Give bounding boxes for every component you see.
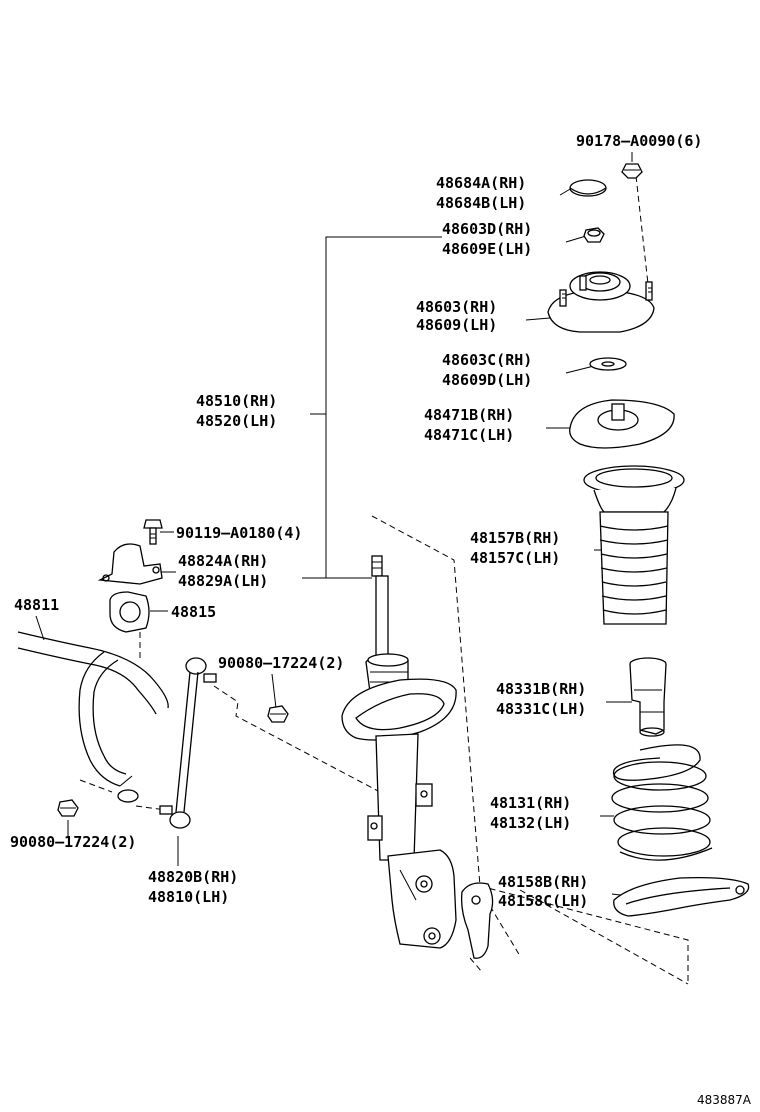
cap-48684 — [569, 179, 607, 197]
labels: 90178–A0090(6) 48684A(RH) 48684B(LH) 486… — [10, 132, 752, 1107]
label-90080-upper: 90080–17224(2) — [218, 654, 344, 672]
nut-90178 — [621, 163, 643, 179]
spring-seat-48471b — [569, 399, 675, 449]
bump-stopper-48331b — [629, 657, 667, 737]
nut-90080-upper — [267, 705, 289, 723]
bolt-90119 — [143, 519, 163, 545]
label-48603c: 48603C(RH) — [442, 351, 532, 369]
label-90119: 90119–A0180(4) — [176, 524, 302, 542]
lower-insulator-48158b — [613, 876, 750, 917]
label-48684a: 48684A(RH) — [436, 174, 526, 192]
label-48510: 48510(RH) — [196, 392, 277, 410]
nut-90080-lower — [57, 799, 79, 817]
label-48810: 48810(LH) — [148, 888, 229, 906]
dust-boot-48157b — [583, 465, 685, 625]
stabilizer-bar-48811 — [17, 631, 169, 803]
bracket-48824a — [97, 543, 163, 585]
label-48331c: 48331C(LH) — [496, 700, 586, 718]
label-48331b: 48331B(RH) — [496, 680, 586, 698]
coil-spring-48131 — [611, 744, 713, 861]
stabilizer-link-48820b — [159, 657, 217, 829]
label-48609d: 48609D(LH) — [442, 371, 532, 389]
nut-48603d — [583, 227, 605, 243]
label-90080-lower: 90080–17224(2) — [10, 833, 136, 851]
label-48157c: 48157C(LH) — [470, 549, 560, 567]
label-48815: 48815 — [171, 603, 216, 621]
label-48157b: 48157B(RH) — [470, 529, 560, 547]
label-48824a: 48824A(RH) — [178, 552, 268, 570]
label-48131: 48131(RH) — [490, 794, 571, 812]
label-48820b: 48820B(RH) — [148, 868, 238, 886]
leader-lines — [35, 152, 633, 897]
label-48520: 48520(LH) — [196, 412, 277, 430]
support-mount-48603 — [547, 271, 655, 333]
label-90178: 90178–A0090(6) — [576, 132, 702, 150]
label-48609e: 48609E(LH) — [442, 240, 532, 258]
label-48684b: 48684B(LH) — [436, 194, 526, 212]
label-48603d: 48603D(RH) — [442, 220, 532, 238]
shock-absorber-48510 — [341, 555, 457, 949]
bushing-48815 — [109, 591, 150, 633]
label-48609: 48609(LH) — [416, 316, 497, 334]
label-48471c: 48471C(LH) — [424, 426, 514, 444]
label-48132: 48132(LH) — [490, 814, 571, 832]
label-48603: 48603(RH) — [416, 298, 497, 316]
label-48811: 48811 — [14, 596, 59, 614]
label-48829a: 48829A(LH) — [178, 572, 268, 590]
washer-48603c — [589, 357, 627, 371]
steering-knuckle — [460, 882, 494, 973]
label-48158b: 48158B(RH) — [498, 873, 588, 891]
diagram-id: 483887A — [697, 1093, 752, 1107]
label-48471b: 48471B(RH) — [424, 406, 514, 424]
